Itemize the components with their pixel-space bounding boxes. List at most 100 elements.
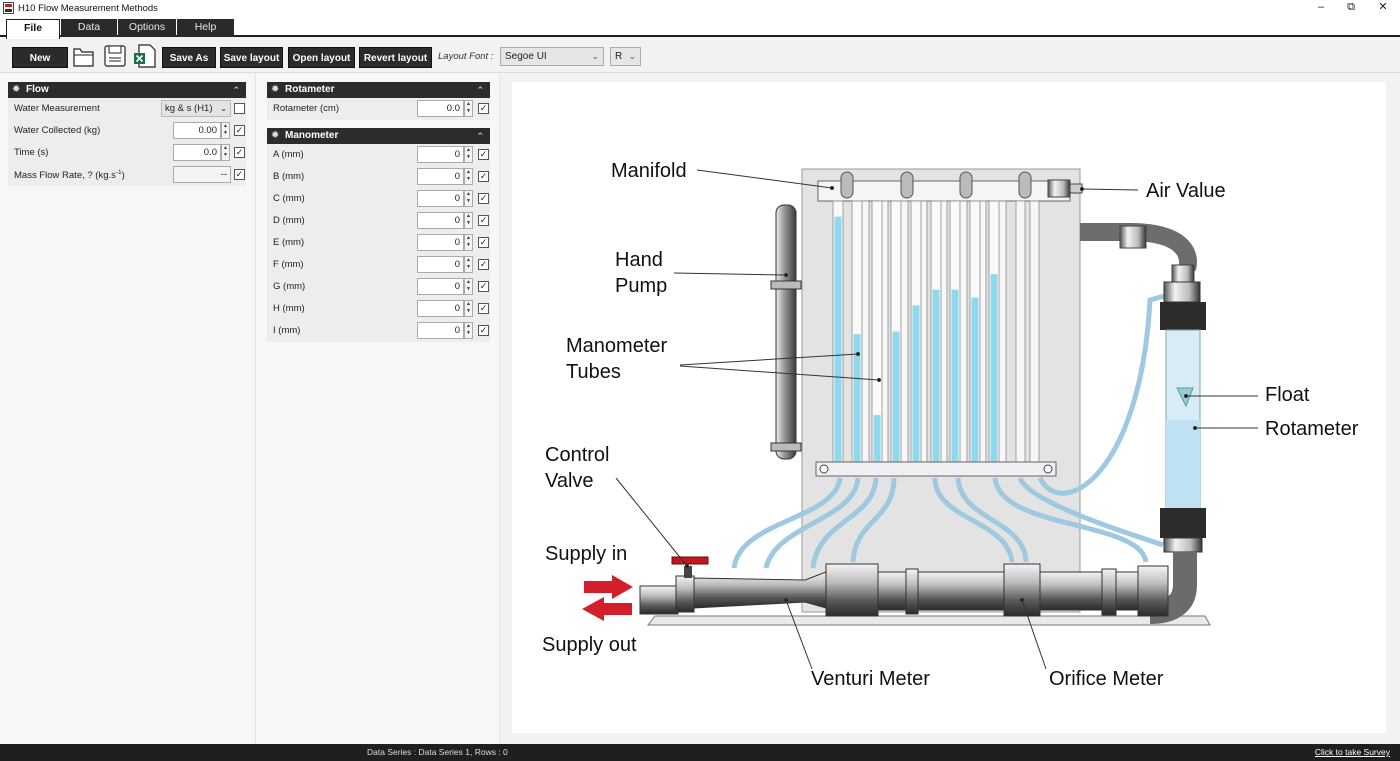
flow-panel-header[interactable]: ✹ Flow ⌃ <box>8 82 246 98</box>
open-layout-button[interactable]: Open layout <box>288 47 355 68</box>
gear-icon: ✹ <box>271 84 280 95</box>
close-button[interactable]: ✕ <box>1378 1 1388 13</box>
manometer-row-label: C (mm) <box>273 193 305 204</box>
collapse-icon[interactable]: ⌃ <box>476 131 484 141</box>
manometer-checkbox[interactable]: ✓ <box>478 281 489 292</box>
manometer-row-label: B (mm) <box>273 171 305 182</box>
manometer-input[interactable]: 0 <box>417 234 464 251</box>
water-measurement-label: Water Measurement <box>14 103 100 114</box>
save-layout-button[interactable]: Save layout <box>220 47 283 68</box>
mass-flow-rate-row: Mass Flow Rate, ? (kg.s-1) -- ✓ <box>8 164 246 186</box>
tab-file[interactable]: File <box>6 19 60 39</box>
manometer-input[interactable]: 0 <box>417 300 464 317</box>
manometer-stepper[interactable]: ▲▼ <box>464 212 473 229</box>
rotameter-panel-header[interactable]: ✹ Rotameter ⌃ <box>267 82 490 98</box>
manometer-stepper[interactable]: ▲▼ <box>464 300 473 317</box>
time-label: Time (s) <box>14 147 49 158</box>
title-bar: H10 Flow Measurement Methods – ⧉ ✕ <box>0 0 1400 17</box>
manometer-checkbox[interactable]: ✓ <box>478 215 489 226</box>
manometer-stepper[interactable]: ▲▼ <box>464 256 473 273</box>
rotameter-stepper[interactable]: ▲▼ <box>464 100 473 117</box>
manometer-stepper[interactable]: ▲▼ <box>464 190 473 207</box>
manometer-stepper[interactable]: ▲▼ <box>464 234 473 251</box>
leader-lines <box>615 169 1258 670</box>
manometer-panel: A (mm)0▲▼✓B (mm)0▲▼✓C (mm)0▲▼✓D (mm)0▲▼✓… <box>267 144 490 342</box>
manometer-checkbox[interactable]: ✓ <box>478 259 489 270</box>
tab-help[interactable]: Help <box>177 19 234 37</box>
time-checkbox[interactable]: ✓ <box>234 147 245 158</box>
font-style-select[interactable]: R⌄ <box>610 47 641 66</box>
manifold-clamps <box>840 171 1032 199</box>
manometer-row: A (mm) 0▲▼ ✓ <box>267 144 490 166</box>
valve-label: Valve <box>545 470 594 492</box>
water-collected-stepper[interactable]: ▲▼ <box>221 122 230 139</box>
manometer-checkbox[interactable]: ✓ <box>478 237 489 248</box>
font-family-select[interactable]: Segoe UI⌄ <box>500 47 604 66</box>
manometer-input[interactable]: 0 <box>417 146 464 163</box>
revert-layout-button[interactable]: Revert layout <box>359 47 432 68</box>
manifold-bar <box>817 180 1071 202</box>
manometer-stepper[interactable]: ▲▼ <box>464 168 473 185</box>
manometer-water-column <box>951 289 959 462</box>
restore-button[interactable]: ⧉ <box>1347 1 1355 13</box>
base-plate <box>646 615 1211 626</box>
rotameter-checkbox[interactable]: ✓ <box>478 103 489 114</box>
manometer-checkbox[interactable]: ✓ <box>478 303 489 314</box>
manometer-tubes <box>832 200 1040 463</box>
water-measurement-select[interactable]: kg & s (H1) ⌄ <box>161 100 231 117</box>
manometer-stepper[interactable]: ▲▼ <box>464 278 473 295</box>
manometer-stepper[interactable]: ▲▼ <box>464 322 473 339</box>
manometer-water-column <box>990 274 998 462</box>
tab-data[interactable]: Data <box>61 19 117 37</box>
tubes-label: Tubes <box>566 361 621 383</box>
manometer-checkbox[interactable]: ✓ <box>478 171 489 182</box>
gear-icon: ✹ <box>271 130 280 141</box>
open-folder-icon[interactable] <box>72 43 96 69</box>
manometer-checkbox[interactable]: ✓ <box>478 325 489 336</box>
manometer-input[interactable]: 0 <box>417 322 464 339</box>
manometer-input[interactable]: 0 <box>417 278 464 295</box>
tab-options[interactable]: Options <box>118 19 176 37</box>
manometer-row: D (mm)0▲▼✓ <box>267 210 490 232</box>
chevron-down-icon: ⌄ <box>591 51 599 61</box>
minimize-button[interactable]: – <box>1317 1 1325 13</box>
manometer-panel-header[interactable]: ✹ Manometer ⌃ <box>267 128 490 144</box>
hand-pump <box>770 204 802 460</box>
manometer-input[interactable]: 0 <box>417 212 464 229</box>
manometer-water-column <box>932 289 940 462</box>
manometer-water-column <box>834 216 842 462</box>
water-collected-input[interactable]: 0.00 <box>173 122 221 139</box>
water-collected-row: Water Collected (kg) 0.00 ▲▼ ✓ <box>8 120 246 142</box>
time-input[interactable]: 0.0 <box>173 144 221 161</box>
manometer-stepper[interactable]: ▲▼ <box>464 146 473 163</box>
collapse-icon[interactable]: ⌃ <box>232 85 240 95</box>
manometer-row-label: A (mm) <box>273 149 304 160</box>
chevron-down-icon: ⌄ <box>220 104 227 113</box>
manometer-water-column <box>873 415 881 462</box>
manometer-input[interactable]: 0 <box>417 256 464 273</box>
manometer-checkbox[interactable]: ✓ <box>478 149 489 160</box>
time-row: Time (s) 0.0 ▲▼ ✓ <box>8 142 246 164</box>
mass-flow-rate-checkbox[interactable]: ✓ <box>234 169 245 180</box>
tube-glass <box>1029 200 1040 463</box>
manometer-water-column <box>892 331 900 462</box>
manometer-water-column <box>971 297 979 462</box>
toolbar: New Save As Save layout Open layout Reve… <box>0 39 1400 73</box>
save-as-button[interactable]: Save As <box>162 47 216 68</box>
save-disk-icon[interactable] <box>103 43 127 69</box>
excel-export-icon[interactable] <box>133 43 157 69</box>
manometer-input[interactable]: 0 <box>417 168 464 185</box>
menu-bar: File Data Options Help <box>0 17 1400 39</box>
pump-label: Pump <box>615 275 667 297</box>
water-measurement-checkbox[interactable] <box>234 103 245 114</box>
manometer-checkbox[interactable]: ✓ <box>478 193 489 204</box>
rotameter-input[interactable]: 0.0 <box>417 100 464 117</box>
time-stepper[interactable]: ▲▼ <box>221 144 230 161</box>
water-collected-checkbox[interactable]: ✓ <box>234 125 245 136</box>
collapse-icon[interactable]: ⌃ <box>476 85 484 95</box>
orifice-meter-label: Orifice Meter <box>1049 668 1164 690</box>
apparatus-diagram: Manifold Air Value Hand Pump Manometer T… <box>512 82 1386 733</box>
manometer-input[interactable]: 0 <box>417 190 464 207</box>
new-button[interactable]: New <box>12 47 68 68</box>
survey-link[interactable]: Click to take Survey <box>1314 747 1390 757</box>
